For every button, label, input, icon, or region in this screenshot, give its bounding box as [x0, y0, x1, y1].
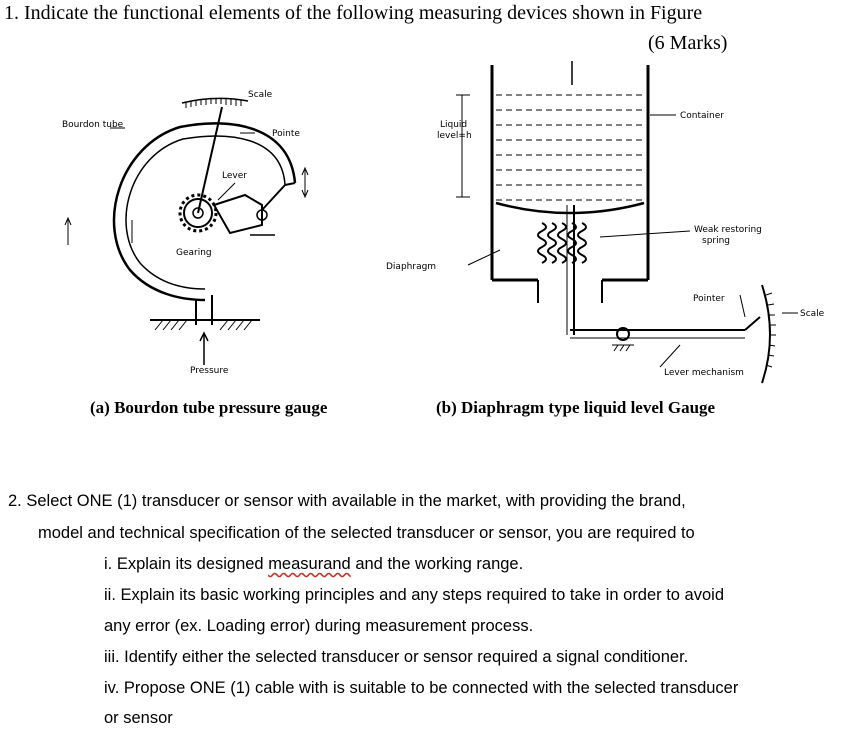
sub-question-ii-line-1: ii. Explain its basic working principles…	[104, 586, 724, 604]
fig-a-lever-label: Lever	[222, 171, 247, 181]
figure-b-caption: (b) Diaphragm type liquid level Gauge	[436, 398, 716, 417]
fig-b-diaphragm-label: Diaphragm	[386, 262, 436, 272]
sub-i-pre: i. Explain its designed	[104, 555, 269, 573]
marks-label: (6 Marks)	[648, 32, 728, 54]
sub-question-iv-line-2: or sensor	[104, 709, 173, 727]
fig-b-scale-label: Scale	[800, 309, 825, 319]
fig-a-pointer-label: Pointe	[272, 129, 300, 139]
fig-a-pressure-label: Pressure	[190, 366, 229, 376]
figures: Scale Bourdon tube Pointe Lever Gearing …	[62, 61, 825, 384]
fig-a-bourdon-label: Bourdon tube	[62, 120, 124, 130]
fig-b-lever-label: Lever mechanism	[664, 368, 744, 378]
sub-question-iii: iii. Identify either the selected transd…	[104, 648, 689, 666]
sub-question-i: i. Explain its designed measurand and th…	[104, 555, 523, 574]
fig-a-gearing-label: Gearing	[176, 248, 212, 258]
sub-question-ii-line-2: any error (ex. Loading error) during mea…	[104, 617, 534, 635]
fig-b-liquid-label-2: level=h	[437, 131, 472, 141]
diaphragm-gauge-figure	[456, 61, 798, 384]
fig-a-scale-label: Scale	[248, 90, 273, 100]
fig-b-spring-label-2: spring	[702, 236, 730, 246]
fig-b-liquid-label-1: Liquid	[440, 120, 467, 130]
figure-a-caption: (a) Bourdon tube pressure gauge	[90, 398, 328, 417]
sub-i-measurand: measurand	[268, 555, 351, 573]
fig-b-container-label: Container	[680, 111, 724, 121]
fig-b-spring-label-1: Weak restoring	[694, 225, 762, 235]
sub-question-iv-line-1: iv. Propose ONE (1) cable with is suitab…	[104, 679, 739, 697]
bourdon-tube-figure	[64, 97, 309, 365]
question-1-text: 1. Indicate the functional elements of t…	[4, 2, 703, 24]
question-2-line-2: model and technical specification of the…	[38, 524, 695, 542]
question-2-line-1: 2. Select ONE (1) transducer or sensor w…	[8, 492, 686, 510]
fig-b-pointer-label: Pointer	[693, 294, 725, 304]
sub-i-post: and the working range.	[350, 555, 524, 573]
